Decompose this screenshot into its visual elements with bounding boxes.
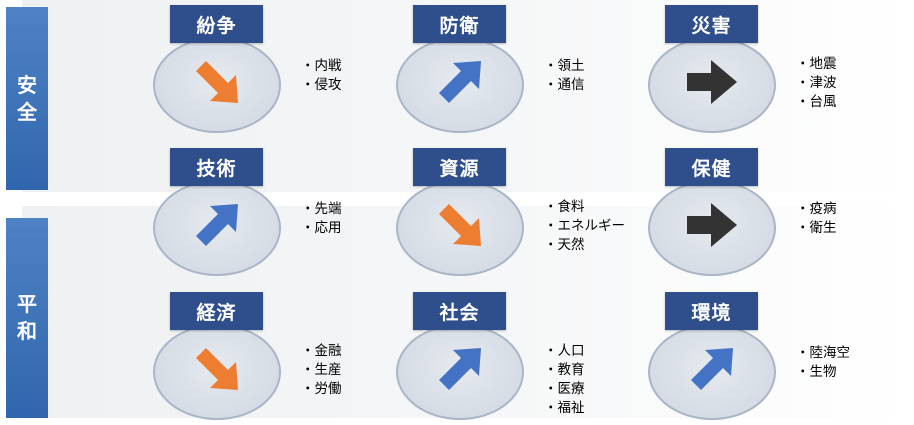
bullet-item: エネルギー <box>544 217 626 236</box>
category-label: 経済 <box>170 292 263 330</box>
arrow-down-right-icon <box>196 348 238 390</box>
bullet-list: 地震津波台風 <box>796 55 837 112</box>
arrow-up-right-icon <box>691 348 733 390</box>
bullet-list: 領土通信 <box>544 57 585 95</box>
arrow-up-right-icon <box>439 61 481 103</box>
bullet-item: 津波 <box>796 74 837 93</box>
bullet-list: 先端応用 <box>301 200 342 238</box>
arrow-right-icon <box>687 203 737 247</box>
bullet-item: 天然 <box>544 236 625 255</box>
bullet-list: 食料エネルギー天然 <box>544 198 626 255</box>
category-label: 資源 <box>413 148 506 186</box>
bullet-item: 台風 <box>796 93 837 112</box>
category-ellipse <box>153 37 281 133</box>
category-ellipse <box>153 324 281 420</box>
arrow-right-icon <box>687 60 737 104</box>
bullet-item: 内戦 <box>301 57 342 76</box>
arrow-up-right-icon <box>196 204 238 246</box>
bullet-item: 地震 <box>796 55 837 74</box>
side-label-peace: 平 和 <box>6 218 48 418</box>
category-ellipse <box>648 37 776 133</box>
bullet-item: 先端 <box>301 200 342 219</box>
bullet-item: 応用 <box>301 219 342 238</box>
arrow-up-right-icon <box>439 348 481 390</box>
category-label: 災害 <box>665 5 758 43</box>
bullet-item: 福祉 <box>544 399 585 418</box>
bullet-list: 人口教育医療福祉 <box>544 342 585 418</box>
bullet-list: 内戦侵攻 <box>301 57 342 95</box>
bullet-item: 生産 <box>301 361 342 380</box>
bullet-list: 疫病衛生 <box>796 200 837 238</box>
bullet-item: 金融 <box>301 342 342 361</box>
bullet-item: 侵攻 <box>301 76 342 95</box>
category-label: 技術 <box>170 148 263 186</box>
bullet-item: 食料 <box>544 198 625 217</box>
bullet-item: 疫病 <box>796 200 837 219</box>
side-label-security: 安 全 <box>6 7 48 190</box>
bullet-list: 金融生産労働 <box>301 342 342 399</box>
arrow-down-right-icon <box>439 204 481 246</box>
bullet-item: 衛生 <box>796 219 837 238</box>
arrow-down-right-icon <box>196 61 238 103</box>
bullet-item: 生物 <box>796 363 850 382</box>
category-label: 防衛 <box>413 5 506 43</box>
category-label: 環境 <box>665 292 758 330</box>
bullet-list: 陸海空生物 <box>796 344 851 382</box>
bullet-item: 領土 <box>544 57 585 76</box>
bullet-item: 教育 <box>544 361 585 380</box>
bullet-item: 陸海空 <box>796 344 851 363</box>
bullet-item: 医療 <box>544 380 585 399</box>
category-label: 社会 <box>413 292 506 330</box>
bullet-item: 労働 <box>301 380 342 399</box>
bullet-item: 通信 <box>544 76 585 95</box>
category-label: 保健 <box>665 148 758 186</box>
category-label: 紛争 <box>170 5 263 43</box>
bullet-item: 人口 <box>544 342 585 361</box>
